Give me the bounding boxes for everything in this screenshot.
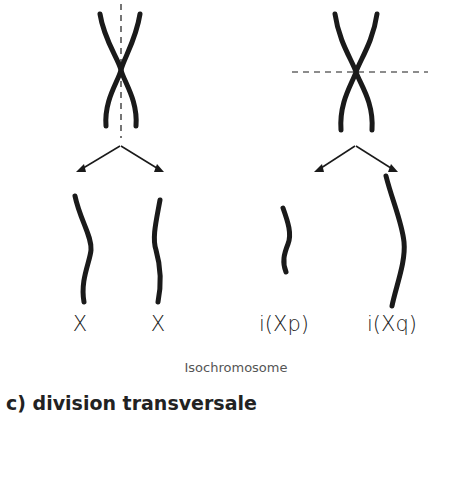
- isochromosome-q: [386, 176, 404, 306]
- panel-subtitle: c) division transversale: [6, 392, 257, 415]
- arrowhead: [314, 164, 324, 172]
- division-line: [292, 71, 428, 72]
- chromosome-label: X: [151, 312, 165, 337]
- split-arrow: [318, 146, 355, 170]
- isochromosome-p: [283, 208, 290, 272]
- figure-caption: Isochromosome: [185, 360, 288, 376]
- chromatid: [106, 14, 140, 126]
- x-chromosome: [75, 196, 91, 302]
- split-arrow: [356, 146, 394, 170]
- arrowhead: [76, 164, 86, 172]
- chromosome-label: i(Xp): [259, 312, 309, 337]
- arrowhead: [388, 164, 398, 172]
- chromosome-label: i(Xq): [367, 312, 417, 337]
- arrowhead: [154, 164, 164, 172]
- x-chromosome: [154, 200, 160, 302]
- split-arrow: [80, 146, 120, 170]
- chromosome-label: X: [73, 312, 87, 337]
- split-arrow: [121, 146, 160, 170]
- division-line: [120, 4, 121, 138]
